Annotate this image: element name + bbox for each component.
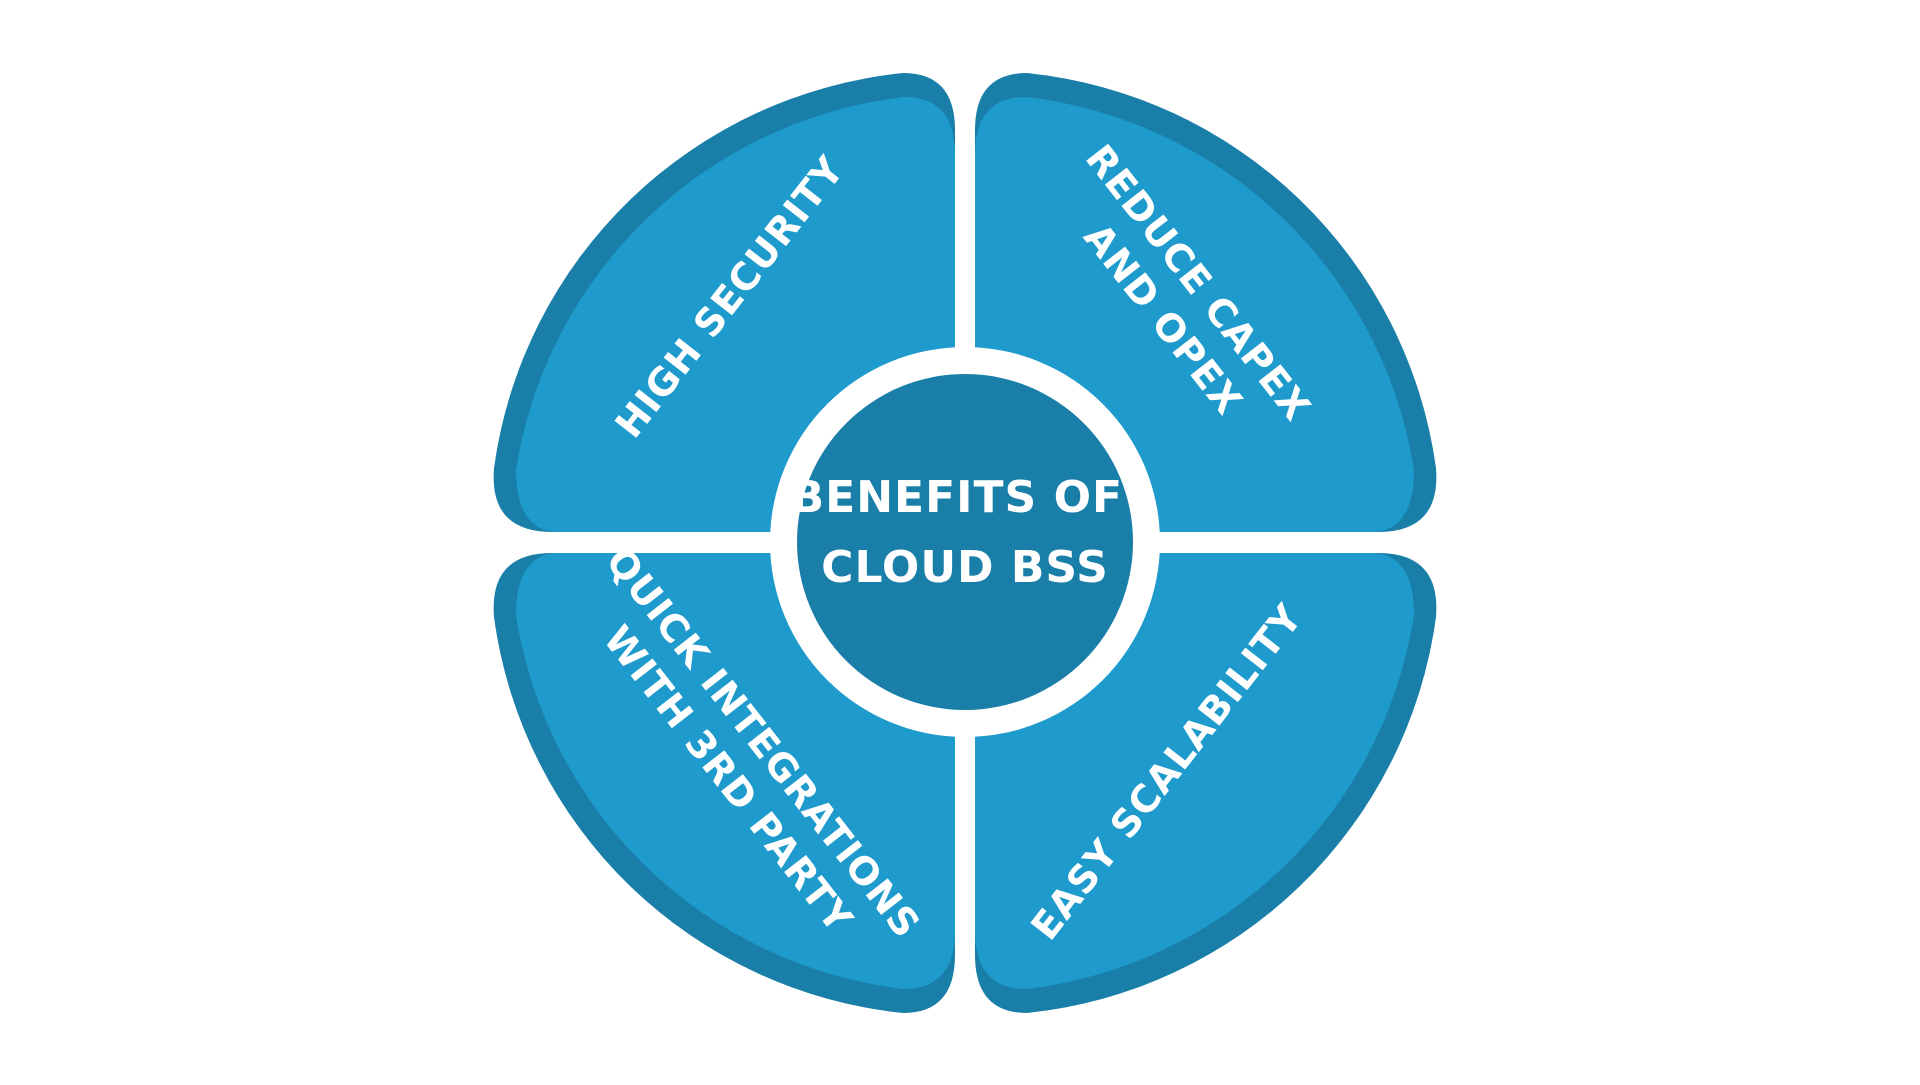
center-circle [797, 374, 1133, 710]
center-title: BENEFITS OF CLOUD BSS [791, 472, 1140, 593]
center-title-line-2: CLOUD BSS [821, 542, 1109, 593]
center-title-line-1: BENEFITS OF [791, 472, 1123, 523]
